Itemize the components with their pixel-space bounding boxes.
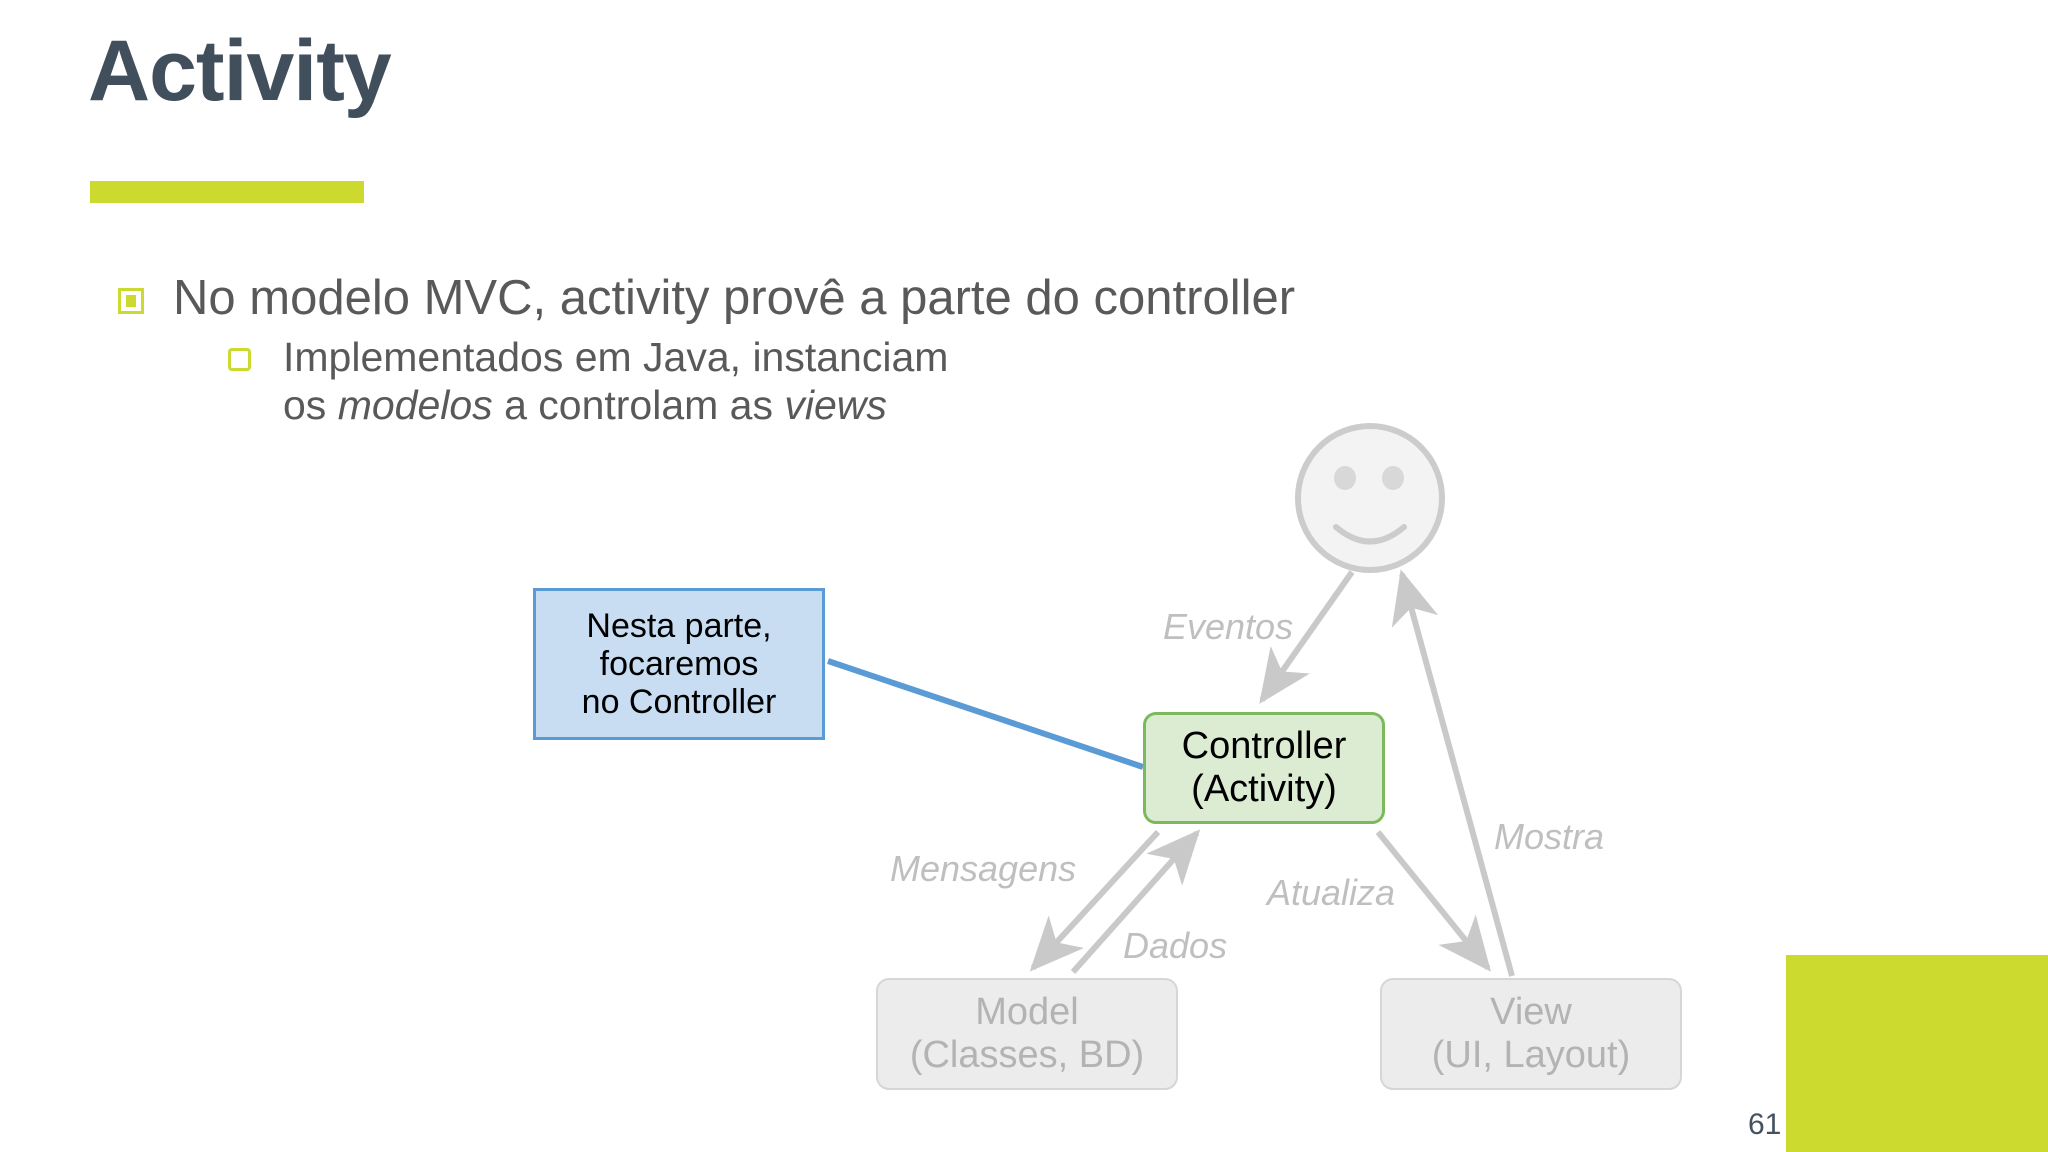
node-view[interactable]: View (UI, Layout) — [1380, 978, 1682, 1090]
corner-accent-block — [1786, 955, 2048, 1152]
bullet-level2-line1: Implementados em Java, instanciam — [283, 333, 949, 380]
node-view-line-1: View — [1490, 991, 1572, 1034]
title-accent-rule — [90, 181, 364, 203]
callout-box[interactable]: Nesta parte, focaremos no Controller — [533, 588, 825, 740]
edge-label-dados: Dados — [1123, 925, 1228, 966]
filled-square-bullet-icon — [118, 288, 144, 314]
node-model-line-2: (Classes, BD) — [909, 1034, 1145, 1076]
edge-label-mostra: Mostra — [1494, 816, 1605, 857]
callout-line-1: Nesta parte, — [586, 606, 772, 645]
node-model-line-1: Model — [975, 991, 1079, 1034]
bullet-level1-text: No modelo MVC, activity provê a parte do… — [173, 271, 1296, 325]
node-view-line-2: (UI, Layout) — [1431, 1034, 1631, 1076]
node-controller-line-2: (Activity) — [1191, 768, 1337, 810]
bullet-level2-italic-views: views — [784, 382, 887, 429]
node-model[interactable]: Model (Classes, BD) — [876, 978, 1178, 1090]
edge-label-eventos: Eventos — [1163, 606, 1294, 647]
page-number: 61 — [1748, 1108, 1782, 1141]
smiley-face-icon — [1295, 423, 1445, 573]
edge-label-atualiza: Atualiza — [1267, 872, 1396, 913]
bullet-level2-text: Implementados em Java, instanciam os mod… — [283, 333, 948, 430]
callout-connector-line — [827, 658, 1144, 770]
edge-mostra-arrow — [1391, 569, 1515, 977]
node-controller[interactable]: Controller (Activity) — [1143, 712, 1385, 824]
bullet-level2-line2-mid: a controlam as — [492, 382, 785, 429]
callout-line-2: focaremos — [599, 644, 759, 683]
list-item: No modelo MVC, activity provê a parte do… — [118, 272, 1618, 325]
page-title: Activity — [88, 23, 392, 119]
bullet-list: No modelo MVC, activity provê a parte do… — [118, 272, 1618, 430]
list-item: Implementados em Java, instanciam os mod… — [228, 333, 1618, 430]
edge-label-mensagens: Mensagens — [890, 848, 1077, 889]
bullet-level2-italic-modelos: modelos — [337, 382, 493, 429]
hollow-square-bullet-icon — [228, 347, 251, 371]
callout-line-3: no Controller — [581, 683, 777, 722]
bullet-level2-line2-pre: os — [283, 382, 338, 429]
node-controller-line-1: Controller — [1181, 725, 1347, 768]
